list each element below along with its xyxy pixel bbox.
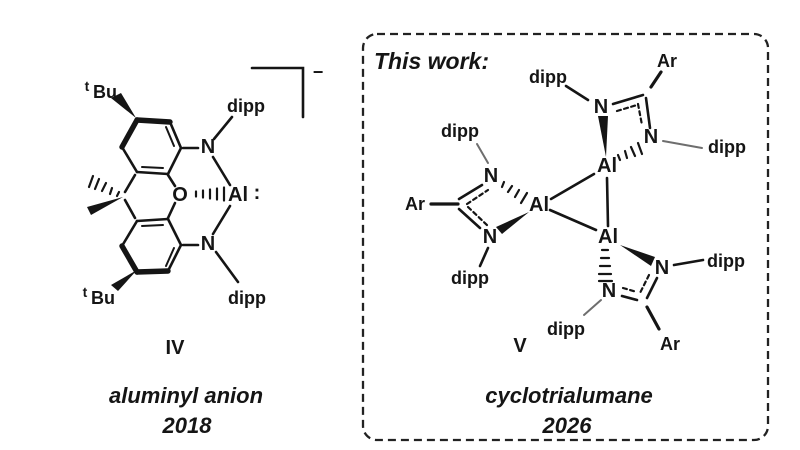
hashed-wedge-al-n — [616, 141, 644, 162]
nitrogen-bottom-right-label: N — [655, 257, 669, 279]
tbu-bottom-label: Bu — [91, 288, 115, 308]
this-work-dashed-box — [361, 32, 770, 442]
oxygen-label: O — [172, 184, 188, 206]
anion-bracket — [250, 66, 305, 119]
this-work-header: This work: — [374, 48, 489, 74]
aluminum-bottom-label: Al — [598, 226, 618, 248]
dipp-left-bottom-label: dipp — [451, 268, 489, 288]
dipp-bottom-right-label: dipp — [707, 251, 745, 271]
amidinate-bottom — [583, 245, 705, 331]
al-triangle-bonds — [548, 172, 610, 232]
dipp-top-right-label: dipp — [708, 137, 746, 157]
dipp-top-label: dipp — [227, 96, 265, 116]
nitrogen-bottom-label: N — [201, 233, 215, 255]
xanthene-bottom-ring — [119, 217, 183, 275]
nitrogen-top-label: N — [201, 136, 215, 158]
nitrogen-left-top-label: N — [484, 165, 498, 187]
hashed-wedge-al-n — [597, 248, 614, 283]
nitrogen-bottom-lower-label: N — [602, 280, 616, 302]
ar-left-label: Ar — [405, 194, 425, 214]
bold-wedge-n-al — [598, 116, 608, 157]
bold-wedge-al-n — [620, 245, 655, 266]
cyclotrialumane-structure: This work: dipp N Ar N dipp dipp N Ar N … — [374, 48, 746, 438]
hashed-wedge-n-al — [500, 180, 529, 205]
aluminum-left-label: Al — [529, 194, 549, 216]
o-al-hashed-bond — [194, 186, 226, 202]
nitrogen-top-right-label: N — [644, 126, 658, 148]
compound-number-v: V — [513, 335, 527, 357]
bold-wedge-n-al — [496, 212, 529, 234]
dipp-bottom-label: dipp — [228, 288, 266, 308]
amidinate-left — [429, 143, 529, 268]
tbu-top-label: Bu — [93, 82, 117, 102]
dipp-bottom-lower-label: dipp — [547, 319, 585, 339]
compound-number-iv: IV — [166, 337, 186, 359]
lone-pair-dots: : — [254, 182, 261, 204]
negative-charge-label: − — [313, 62, 324, 82]
aluminum-label: Al — [228, 184, 248, 206]
tbu-bottom-superscript: t — [83, 284, 88, 300]
amide-arm-bonds — [181, 115, 240, 284]
aluminyl-anion-caption: aluminyl anion — [109, 383, 263, 408]
aluminyl-anion-year: 2018 — [162, 413, 213, 438]
nitrogen-left-bottom-label: N — [483, 226, 497, 248]
gem-dimethyl-hashed-wedge — [87, 174, 121, 198]
dipp-top-left-label: dipp — [529, 67, 567, 87]
dipp-left-top-label: dipp — [441, 121, 479, 141]
xanthene-central-ring — [123, 173, 177, 220]
gem-dimethyl-bold-wedge — [87, 197, 123, 215]
tbu-top-superscript: t — [85, 78, 90, 94]
ar-top-label: Ar — [657, 51, 677, 71]
aluminyl-anion-structure: t Bu t Bu dipp dipp N N O Al : − IV alum… — [83, 62, 324, 438]
amidinate-top — [564, 70, 703, 162]
tbu-top-wedge — [111, 93, 136, 118]
nitrogen-top-left-label: N — [594, 96, 608, 118]
cyclotrialumane-year: 2026 — [542, 413, 593, 438]
xanthene-top-ring — [119, 117, 183, 176]
aluminum-top-label: Al — [597, 155, 617, 177]
cyclotrialumane-caption: cyclotrialumane — [485, 383, 653, 408]
tbu-bottom-wedge — [111, 270, 137, 291]
ar-bottom-label: Ar — [660, 334, 680, 354]
